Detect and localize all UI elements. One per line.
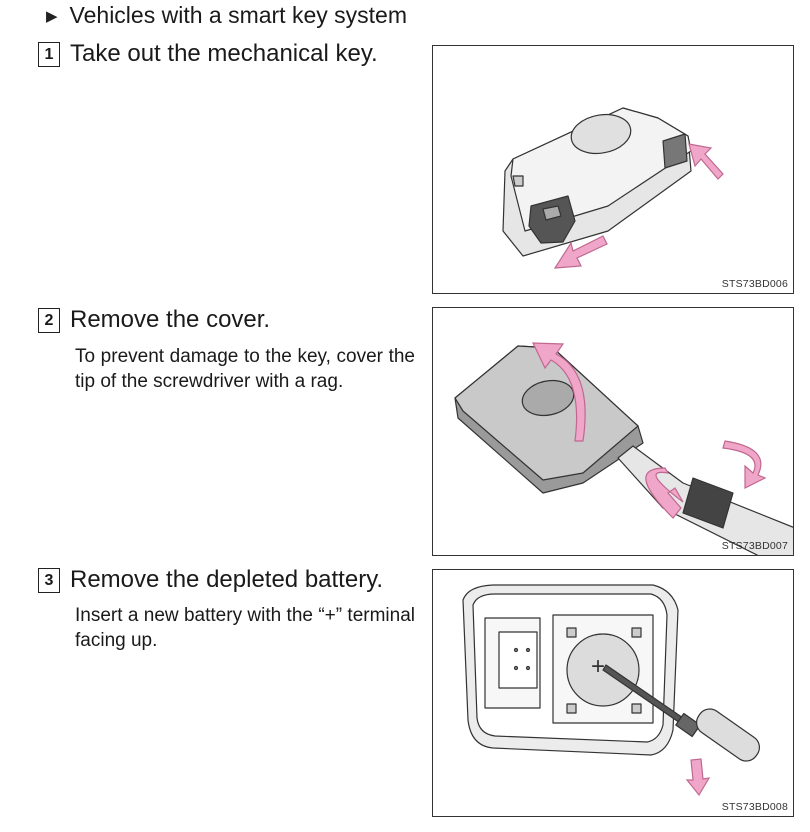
figure-code: STS73BD007 (721, 540, 788, 552)
step-title: Remove the depleted battery. (70, 566, 384, 593)
step-3: 3 Remove the depleted battery. (38, 566, 383, 594)
figure-take-out-key: STS73BD006 (432, 45, 794, 294)
figure-remove-battery: + STS73BD008 (432, 569, 794, 817)
section-header: ▶ Vehicles with a smart key system (46, 2, 407, 29)
arrow-icon (685, 758, 711, 797)
step-2-description: To prevent damage to the key, cover the … (75, 346, 415, 392)
step-title: Take out the mechanical key. (70, 40, 378, 67)
figure-code: STS73BD008 (721, 801, 788, 813)
figure-remove-cover: STS73BD007 (432, 307, 794, 556)
step-2: 2 Remove the cover. (38, 306, 270, 334)
step-number: 3 (38, 567, 60, 593)
figure-code: STS73BD006 (721, 278, 788, 290)
step-3-description: Insert a new battery with the “+” termin… (75, 605, 415, 651)
arrow-icon (532, 342, 767, 519)
plus-terminal-label: + (591, 653, 605, 680)
section-header-text: Vehicles with a smart key system (69, 2, 407, 28)
step-title: Remove the cover. (70, 306, 271, 333)
step-1: 1 Take out the mechanical key. (38, 40, 378, 68)
arrow-icon (553, 143, 724, 269)
triangle-bullet-icon: ▶ (46, 7, 58, 25)
step-number: 1 (38, 41, 60, 67)
step-number: 2 (38, 307, 60, 333)
